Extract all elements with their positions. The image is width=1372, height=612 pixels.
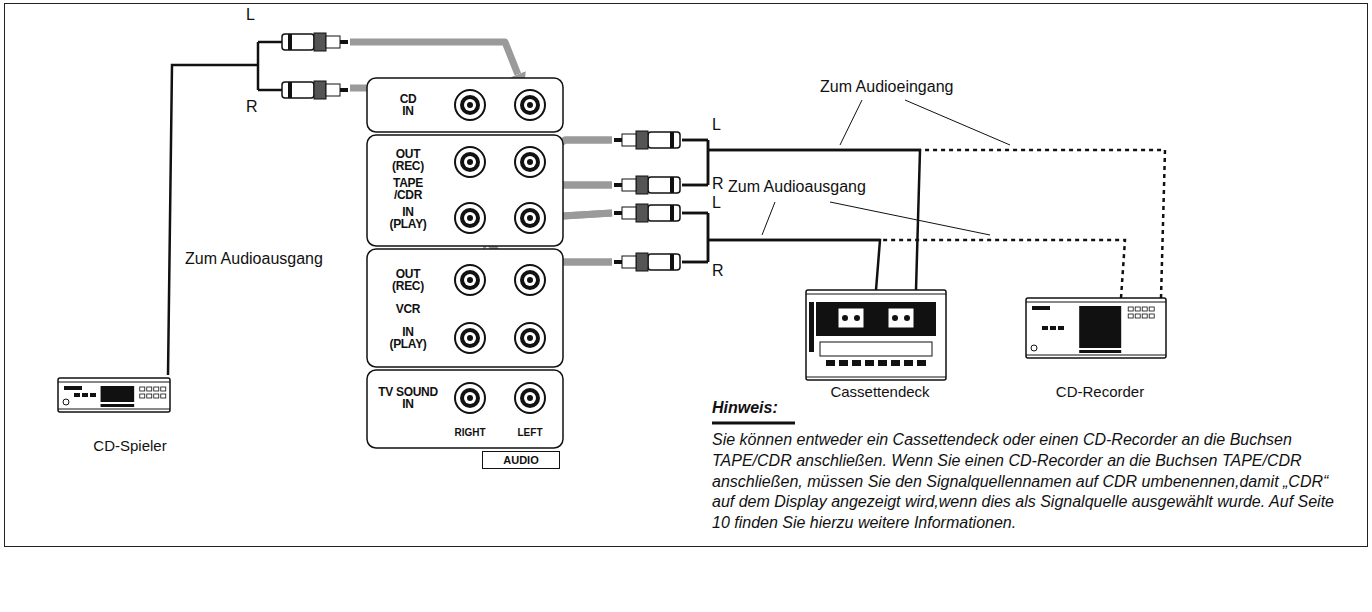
panel-drawing [365,75,565,470]
leader-lines [762,100,1010,235]
jack-label: CD IN [393,93,423,117]
panel-title: AUDIO [482,451,560,469]
cable-label: L [712,116,721,134]
channel-label: LEFT [518,427,543,439]
jack-label: OUT (REC) [385,268,431,292]
device-label: CD-Recorder [1016,383,1184,400]
jack-label: VCR [385,303,431,315]
jack-label: OUT (REC) [385,148,431,172]
cable-label: L [712,194,721,212]
cable-label: Zum Audioausgang [185,250,323,268]
jack-label: TV SOUND IN [375,386,441,410]
frame [5,4,1368,547]
rca-plugs [282,33,680,271]
note-text: Sie können entweder ein Cassettendeck od… [712,430,1352,534]
device-box: CD-Recorder [1016,298,1184,402]
audio-cable [168,42,518,375]
cable-label: Zum Audioausgang [728,178,866,196]
jack-label: TAPE /CDR [385,177,431,201]
note-rule [712,422,795,425]
cable-label: L [246,6,255,24]
device-box: Cassettendeck [801,290,959,402]
audio-panel: AUDIO [365,75,565,470]
cable-label: Zum Audioeingang [820,78,953,96]
device-label: Cassettendeck [801,383,959,400]
jack-label: IN (PLAY) [385,326,431,350]
jack-label: IN (PLAY) [385,206,431,230]
cable-label: R [712,262,724,280]
channel-label: RIGHT [454,427,485,439]
audio-cable [491,213,1125,298]
audio-cable [498,140,1165,298]
note-heading: Hinweis: [712,399,778,417]
device-box: CD-Spieler [56,375,204,455]
cable-label: R [246,98,258,116]
device-label: CD-Spieler [56,437,204,454]
cable-label: R [712,175,724,193]
